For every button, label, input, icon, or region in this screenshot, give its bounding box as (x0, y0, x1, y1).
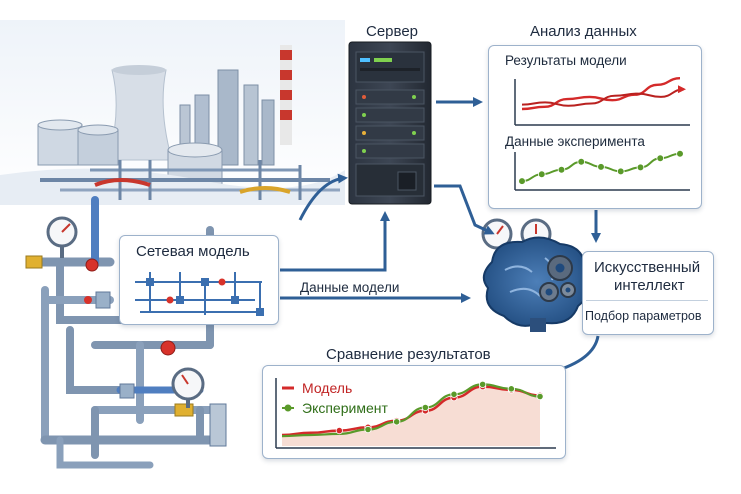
model-data-label: Данные модели (300, 280, 400, 295)
network-model-label: Сетевая модель (136, 243, 250, 260)
data-point (536, 392, 544, 401)
gear-icon (539, 255, 576, 302)
data-point (393, 418, 401, 426)
server-rack-icon (348, 41, 432, 205)
analysis-label: Анализ данных (530, 23, 637, 40)
server-label: Сервер (366, 23, 419, 40)
ai-label-line2: интеллект (614, 277, 685, 294)
ai-card (582, 251, 714, 335)
valve-icon (84, 258, 176, 356)
model-results-chart (514, 77, 690, 126)
data-point (676, 149, 684, 158)
refinery-illustration (0, 20, 345, 205)
experiment-chart (514, 149, 690, 191)
analysis-model-results-title: Результаты модели (505, 53, 627, 68)
data-point (479, 380, 487, 388)
data-point (335, 426, 343, 435)
data-point (616, 167, 625, 176)
legend-experiment-label: Эксперимент (302, 400, 388, 416)
comparison-chart (275, 378, 556, 449)
analysis-experiment-title: Данные эксперимента (505, 134, 645, 149)
pipe-network-illustration (25, 196, 227, 469)
data-point (577, 157, 586, 166)
pressure-gauge-icon (46, 216, 78, 258)
ai-card-divider (586, 300, 708, 301)
data-point (636, 163, 645, 172)
data-point (597, 163, 605, 171)
param-fit-label: Подбор параметров (585, 309, 702, 323)
series-line (281, 383, 541, 438)
legend-model-label: Модель (302, 380, 353, 396)
data-point (656, 154, 665, 163)
data-point (364, 425, 372, 434)
data-point (450, 390, 458, 398)
data-point (518, 177, 526, 185)
data-point (507, 385, 515, 393)
data-point (537, 170, 546, 179)
comparison-label: Сравнение результатов (326, 346, 491, 363)
ai-label-line1: Искусственный (594, 259, 701, 276)
pressure-gauge-icon (171, 367, 205, 408)
data-point (421, 403, 429, 412)
series-line (521, 77, 681, 111)
series-line (521, 85, 686, 107)
data-point (557, 165, 566, 174)
network-model-card (119, 235, 279, 325)
